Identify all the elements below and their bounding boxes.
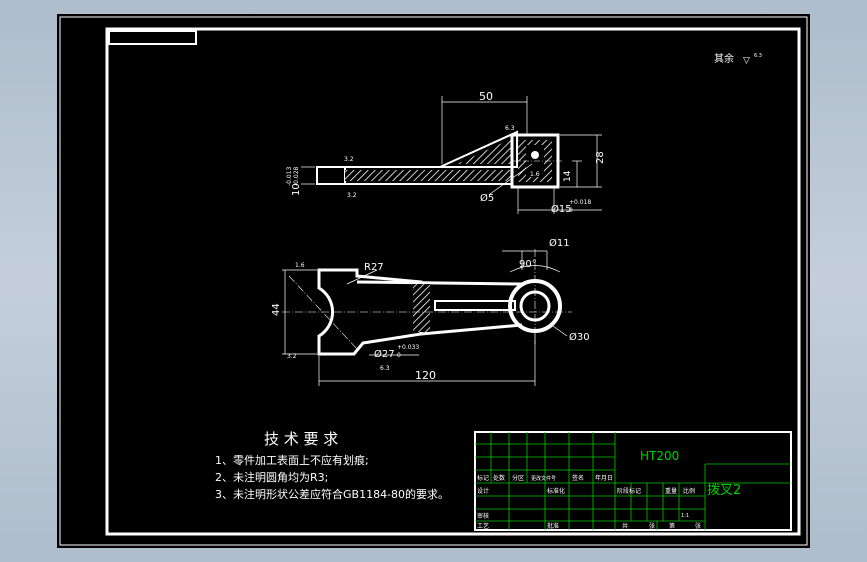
- dim-44: 44: [271, 303, 282, 316]
- hdr-sign: 签名: [572, 474, 584, 482]
- rough-a: 3.2: [344, 156, 354, 163]
- outer-border: [59, 16, 808, 546]
- label-review: 审核: [477, 512, 489, 520]
- hole-phi5: [531, 151, 539, 159]
- part-name: 拨叉2: [707, 483, 741, 498]
- dim-phi15: Ø15: [551, 203, 572, 215]
- tol-10-lower: -0.028: [293, 166, 300, 186]
- rough-d: 1.6: [530, 171, 540, 178]
- fork: [317, 268, 423, 356]
- label-scale: 比例: [683, 487, 695, 495]
- dim-28: 28: [595, 151, 606, 164]
- label-design: 设计: [477, 487, 489, 495]
- dim-phi30: Ø30: [569, 331, 590, 343]
- roughness-value: 6.3: [754, 53, 762, 59]
- hdr-count: 处数: [493, 474, 505, 482]
- label-approve: 批准: [547, 522, 559, 530]
- rough-left: 1.6: [295, 262, 305, 269]
- tol-10-upper: -0.013: [286, 166, 293, 186]
- label-standard: 标准化: [547, 487, 565, 495]
- dim-phi5: Ø5: [480, 192, 494, 204]
- rough-bottom-left: 3.2: [287, 353, 297, 360]
- rough-bottom: 6.3: [380, 365, 390, 372]
- tol-phi15-lower: 0: [569, 207, 573, 214]
- slot: [434, 300, 516, 311]
- dim-120: 120: [415, 369, 436, 382]
- hdr-zone: 分区: [512, 474, 524, 482]
- sheet-total: 共: [622, 522, 628, 530]
- tech-requirements: 技 术 要 求 1、零件加工表面上不应有划痕; 2、未注明圆角均为R3; 3、未…: [215, 430, 449, 501]
- dim-90: 90°: [519, 259, 537, 270]
- tech-item-3: 3、未注明形状公差应符合GB1184-80的要求。: [215, 487, 449, 501]
- dim-14: 14: [563, 170, 573, 182]
- cad-drawing: 其余 ▽ 6.3 50 28 14 10 -0.: [59, 16, 808, 546]
- sheet-total-unit: 张: [649, 522, 655, 530]
- hdr-mark: 标记: [477, 474, 489, 482]
- tech-item-1: 1、零件加工表面上不应有划痕;: [215, 453, 369, 467]
- scale: 1:1: [681, 513, 689, 519]
- dim-phi11: Ø11: [549, 237, 570, 249]
- sheet-no: 第: [669, 522, 675, 530]
- rib: [439, 130, 518, 168]
- tol-phi27-lower: 0: [397, 352, 401, 359]
- label-process: 工艺: [477, 522, 489, 530]
- material: HT200: [640, 449, 679, 463]
- dim-r27: R27: [364, 262, 384, 273]
- front-view: Ø11 90° R27 44 Ø30 Ø27 +0.033 0 120 1.6 …: [271, 237, 590, 386]
- label-stage: 阶段标记: [617, 487, 641, 495]
- dim-10: 10: [291, 183, 302, 196]
- dim-50: 50: [479, 90, 493, 103]
- tol-phi27-upper: +0.033: [397, 344, 419, 351]
- drawing-viewport[interactable]: 其余 ▽ 6.3 50 28 14 10 -0.: [57, 14, 810, 548]
- hdr-doc: 更改文件号: [531, 475, 556, 482]
- corner-code-box: [108, 30, 197, 45]
- label-weight: 重量: [665, 487, 677, 495]
- roughness-symbol: ▽: [743, 56, 750, 66]
- roughness-note: 其余: [714, 52, 734, 65]
- top-view: 50 28 14 10 -0.013 -0.028 Ø5 Ø15 +0.018 …: [286, 90, 606, 215]
- hdr-date: 年月日: [595, 474, 613, 482]
- tech-item-2: 2、未注明圆角均为R3;: [215, 470, 328, 484]
- rough-b: 3.2: [347, 192, 357, 199]
- inner-frame: [105, 27, 801, 536]
- tech-title: 技 术 要 求: [264, 430, 338, 448]
- tol-phi15-upper: +0.018: [569, 199, 591, 206]
- dim-phi27: Ø27: [374, 348, 395, 360]
- sheet-no-unit: 张: [695, 522, 701, 530]
- shaft-end: [316, 166, 346, 185]
- title-block: HT200 拨叉2 1:1 标记 处数 分区 更改文件号 签名 年月日 设计 审…: [474, 431, 792, 531]
- rough-c: 6.3: [505, 125, 515, 132]
